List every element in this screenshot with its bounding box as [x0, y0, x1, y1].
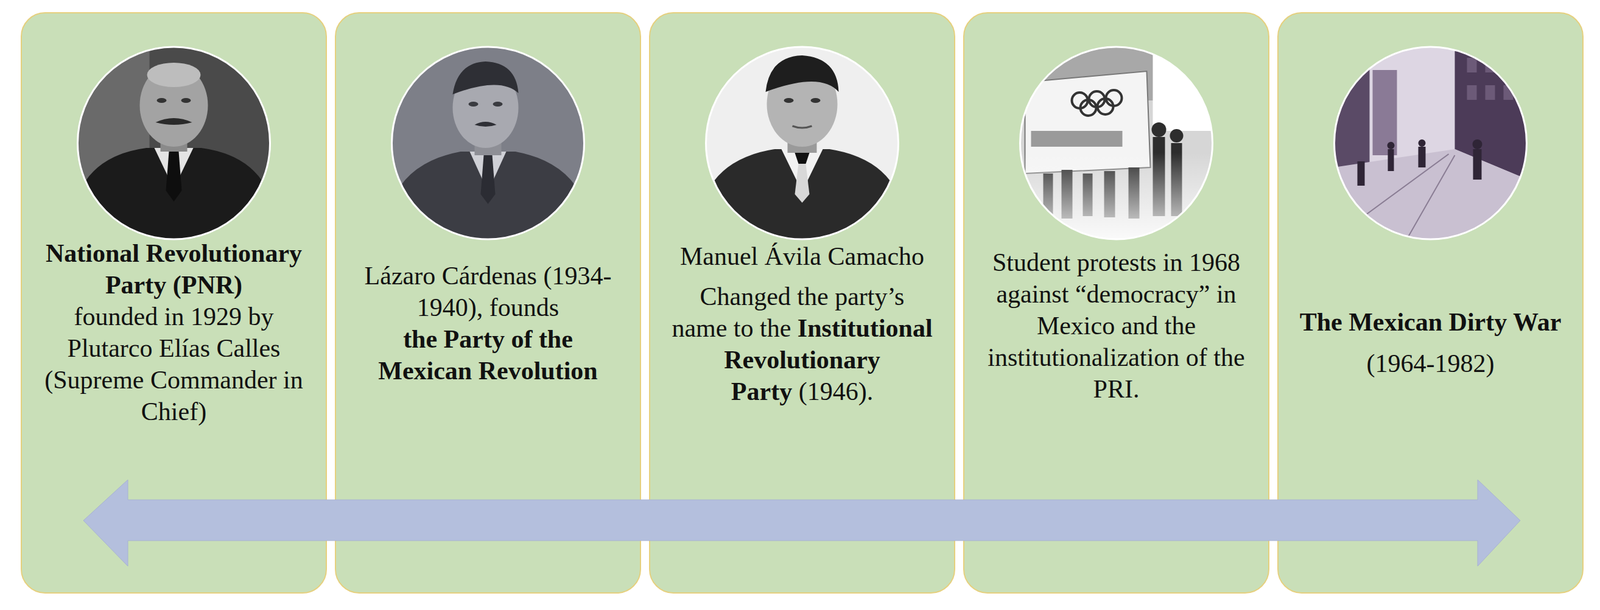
- eye: [157, 98, 167, 103]
- text-paragraph: Manuel Ávila Camacho: [671, 240, 934, 273]
- bald-head: [147, 62, 201, 88]
- photo-frame: [706, 46, 899, 240]
- eye: [468, 101, 479, 107]
- panel-text: National Revolutionary Party (PNR)founde…: [43, 13, 306, 428]
- text-paragraph: founded in 1929 by Plutarco Elías Calles…: [43, 300, 306, 428]
- eye: [810, 98, 821, 103]
- photo-frame: [77, 46, 271, 240]
- text-paragraph: the Party of the Mexican Revolution: [357, 323, 620, 387]
- photo-frame: [1334, 46, 1527, 240]
- text-paragraph: The Mexican Dirty War: [1299, 306, 1562, 338]
- panel-heading: the Party of the Mexican Revolution: [378, 325, 598, 385]
- text-paragraph: Changed the party’s name to theInstituti…: [671, 280, 934, 408]
- text-paragraph: National Revolutionary Party (PNR): [43, 237, 306, 301]
- panel-text: The Mexican Dirty War (1964-1982): [1299, 13, 1562, 380]
- panel-body: (1946).: [798, 377, 874, 406]
- tie: [166, 151, 183, 202]
- photo-fade: [1019, 45, 1215, 241]
- building: [1372, 70, 1398, 156]
- text-paragraph: Lázaro Cárdenas (1934-1940), founds: [357, 259, 620, 324]
- text-paragraph: (1964-1982): [1299, 347, 1562, 380]
- panel-body: (1964-1982): [1366, 349, 1495, 378]
- panel-body: Lázaro Cárdenas (1934-1940), founds: [364, 261, 612, 322]
- panel-body: founded in 1929 by Plutarco Elías Calles…: [44, 302, 304, 426]
- photo-background: [1019, 45, 1215, 241]
- panel-body: Student protests in 1968 against “democr…: [987, 248, 1245, 404]
- tie: [480, 155, 496, 204]
- tie-knot: [795, 152, 810, 164]
- mouth: [792, 126, 813, 128]
- panel-text: Student protests in 1968 against “democr…: [982, 13, 1251, 405]
- tie: [795, 163, 810, 203]
- panel-text: Manuel Ávila CamachoChanged the party’s …: [671, 13, 934, 408]
- moustache: [474, 121, 497, 127]
- eye: [493, 101, 503, 107]
- moustache: [155, 118, 193, 125]
- panel-heading: National Revolutionary Party (PNR): [45, 239, 302, 299]
- street-photo: [1333, 45, 1529, 241]
- eye: [181, 98, 192, 103]
- text-paragraph: Student protests in 1968 against “democr…: [982, 246, 1251, 405]
- hair: [765, 55, 839, 92]
- photo-frame: [1020, 46, 1213, 240]
- panel-heading: The Mexican Dirty War: [1299, 308, 1562, 337]
- protest-photo: [1019, 45, 1215, 241]
- photo-background: [1333, 45, 1529, 241]
- panel-text: Lázaro Cárdenas (1934-1940), foundsthe P…: [357, 13, 620, 387]
- figures: [1357, 139, 1483, 186]
- panel-body: Manuel Ávila Camacho: [680, 242, 925, 271]
- hair: [452, 61, 519, 95]
- eye: [784, 98, 794, 103]
- photo-frame: [392, 46, 585, 240]
